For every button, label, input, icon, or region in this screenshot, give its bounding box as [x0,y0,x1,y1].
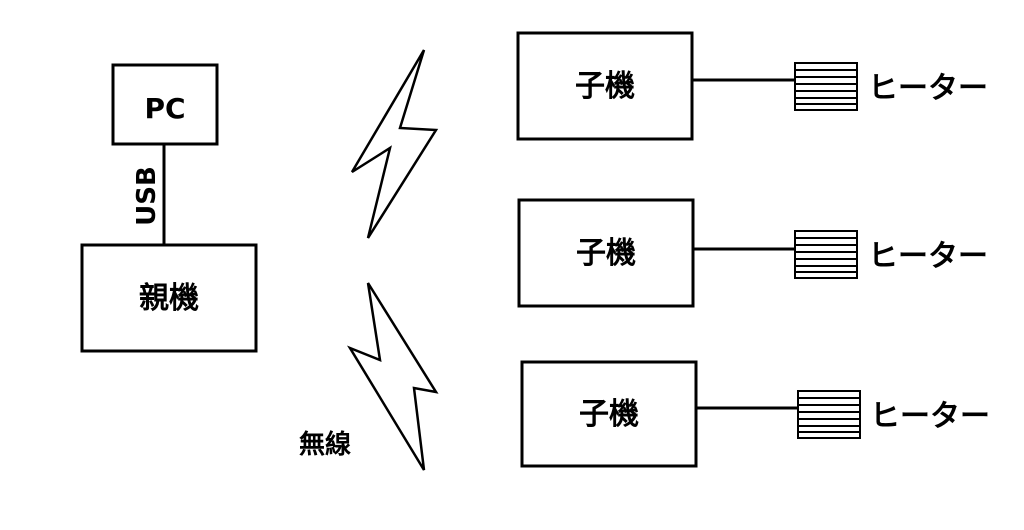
usb-connection: USB [132,144,166,245]
heater-label: ヒーター [868,239,988,274]
parent-label: 親機 [139,281,199,316]
parent-box [80,243,258,353]
child-node: 子機 ヒーター [520,360,990,468]
pc-box [111,63,219,146]
child-node: 子機 ヒーター [517,198,988,308]
heater-label: ヒーター [870,399,990,434]
child-label: 子機 [576,236,636,271]
lightning-bolt-icon [350,49,439,239]
child-node: 子機 ヒーター [516,31,988,141]
child-box [520,360,698,468]
child-box [517,198,695,308]
child-box [516,31,694,141]
usb-label: USB [132,166,162,226]
pc-label: PC [144,92,185,125]
pc-node: PC [111,63,219,146]
heater-icon [797,390,861,439]
heater-icon [794,62,858,111]
heater-label: ヒーター [868,71,988,106]
wireless-label: 無線 [299,429,351,460]
child-label: 子機 [575,69,635,104]
child-label: 子機 [579,397,639,432]
parent-node: 親機 [80,243,258,353]
lightning-bolt-icon [346,282,439,471]
wireless-signal: 無線 [299,49,439,471]
heater-icon [794,230,858,279]
